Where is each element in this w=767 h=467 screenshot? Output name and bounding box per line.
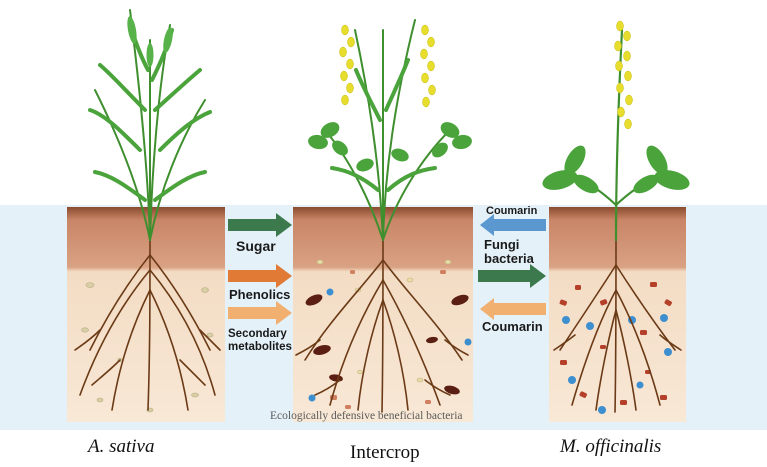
label-secondary-line2: metabolites bbox=[228, 341, 292, 354]
label-bacteria: bacteria bbox=[484, 252, 534, 266]
label-fungi-bacteria: Fungi bacteria bbox=[484, 238, 534, 267]
melilotus-flowers bbox=[615, 21, 633, 129]
label-sugar: Sugar bbox=[236, 239, 276, 254]
label-secondary-line1: Secondary bbox=[228, 328, 292, 341]
soil-block-left bbox=[67, 207, 225, 422]
caption-m-officinalis: M. officinalis bbox=[560, 436, 661, 458]
label-phenolics: Phenolics bbox=[229, 288, 290, 302]
caption-intercrop: Intercrop bbox=[350, 442, 420, 464]
label-coumarin-bottom: Coumarin bbox=[482, 320, 543, 334]
intercrop-flowers bbox=[340, 25, 436, 107]
label-coumarin-top: Coumarin bbox=[486, 205, 537, 217]
label-fungi: Fungi bbox=[484, 238, 534, 252]
label-secondary: Secondary metabolites bbox=[228, 328, 292, 353]
footer-note: Ecologically defensive beneficial bacter… bbox=[270, 410, 463, 422]
caption-a-sativa: A. sativa bbox=[88, 436, 155, 458]
